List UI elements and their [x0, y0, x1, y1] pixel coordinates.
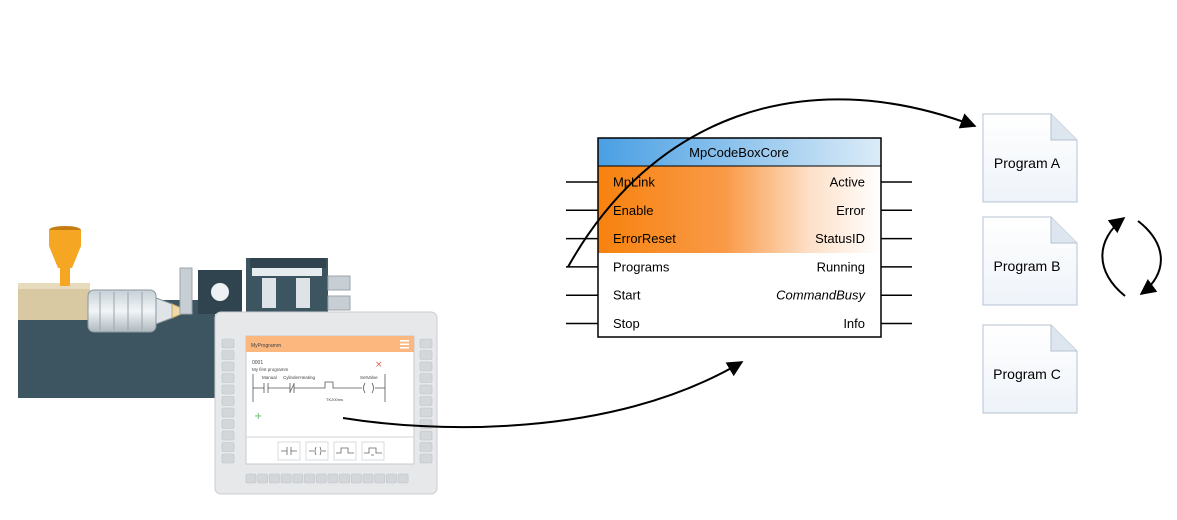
program-document-c: Program C: [982, 324, 1078, 414]
cycle-arrows-icon: [1101, 217, 1162, 297]
timer-label: TK200ms: [326, 397, 343, 402]
panel-bottom-keys: [245, 473, 409, 484]
output-pin-running: Running: [817, 259, 865, 274]
ladder-tool-button[interactable]: [277, 441, 301, 461]
injection-molding-machine: [18, 226, 351, 398]
function-block-mpcodeboxcore: MpCodeBoxCore MpLinkEnableErrorResetProg…: [566, 137, 912, 338]
menu-icon: [400, 340, 409, 349]
output-pin-error: Error: [836, 203, 866, 218]
machine-housing: [18, 283, 90, 320]
ladder-tool-button[interactable]: [361, 441, 385, 461]
input-pin-start: Start: [613, 288, 641, 303]
output-pin-statusid: StatusID: [815, 231, 865, 246]
input-pin-stop: Stop: [613, 316, 640, 331]
hopper-icon: [49, 226, 81, 286]
panel-right-keys: [419, 338, 433, 464]
input-pin-programs: Programs: [613, 259, 670, 274]
function-block-frame: [597, 137, 882, 338]
panel-item-comment: My first programm: [252, 367, 289, 372]
programs-to-program-a-arrow: [567, 98, 977, 268]
contact-label-setvalve: SetValve: [360, 375, 378, 380]
ladder-tool-button[interactable]: [333, 441, 357, 461]
program-label: Program B: [994, 258, 1061, 274]
input-pin-mplink: MpLink: [613, 175, 655, 190]
program-label: Program C: [993, 366, 1061, 382]
function-block-title: MpCodeBoxCore: [689, 145, 789, 160]
program-label: Program A: [994, 155, 1061, 171]
machine-base: [18, 300, 215, 398]
heater-cylinder: [87, 289, 157, 333]
program-document-b: Program B: [982, 216, 1078, 306]
panel-screen: [245, 335, 415, 465]
clamp-unit: [179, 258, 351, 315]
function-block-header: [598, 138, 881, 166]
hmi-panel: MyProgramm 0001 My first programm × Manu…: [214, 311, 438, 495]
contact-label-manual: Manual: [262, 375, 277, 380]
panel-header: [246, 336, 414, 352]
delete-icon[interactable]: ×: [375, 360, 383, 370]
panel-to-function-block-arrow: [342, 361, 744, 429]
function-block-input-highlight: [598, 166, 881, 253]
program-list: Program A Program B Program C: [982, 113, 1078, 414]
panel-left-keys: [221, 338, 235, 464]
output-pin-active: Active: [830, 175, 865, 190]
input-pin-errorreset: ErrorReset: [613, 231, 676, 246]
panel-item-number: 0001: [252, 360, 263, 366]
ladder-tool-button[interactable]: [305, 441, 329, 461]
ladder-rung: [252, 374, 386, 402]
input-pin-enable: Enable: [613, 203, 653, 218]
contact-label-cylinderheating: CylinderHeating: [283, 375, 316, 380]
panel-toolbar: [277, 441, 385, 461]
program-document-a: Program A: [982, 113, 1078, 203]
panel-header-title: MyProgramm: [251, 343, 281, 349]
add-rung-icon[interactable]: +: [254, 411, 262, 422]
output-pin-info: Info: [843, 316, 865, 331]
output-pin-commandbusy: CommandBusy: [776, 288, 866, 303]
